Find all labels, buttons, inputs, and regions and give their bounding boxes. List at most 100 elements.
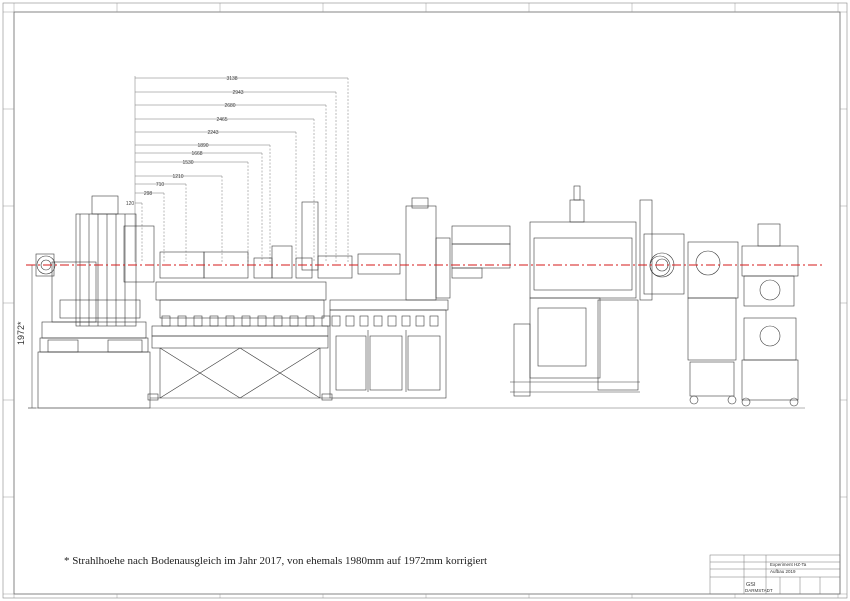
component bbox=[317, 255, 353, 279]
component bbox=[743, 275, 795, 307]
dim-label: 1890 bbox=[197, 143, 208, 149]
component bbox=[51, 261, 97, 323]
component bbox=[643, 233, 685, 295]
component bbox=[741, 245, 799, 277]
beam-height-label: 1972* bbox=[16, 321, 26, 345]
structure-line bbox=[159, 347, 241, 399]
wheel bbox=[759, 279, 781, 301]
component bbox=[147, 393, 159, 401]
dim-label: 120 bbox=[126, 201, 135, 207]
component bbox=[537, 307, 587, 367]
component bbox=[369, 335, 403, 391]
component bbox=[743, 317, 797, 361]
dimension-lines bbox=[134, 76, 349, 262]
component bbox=[435, 237, 451, 299]
component bbox=[177, 315, 187, 327]
wheel bbox=[741, 397, 751, 407]
component bbox=[405, 205, 437, 301]
wheel bbox=[727, 395, 737, 405]
component bbox=[305, 315, 315, 327]
component bbox=[411, 197, 429, 209]
component bbox=[331, 315, 341, 327]
component bbox=[161, 315, 171, 327]
dimension-labels: 3138 2943 2680 2465 2243 1890 1668 1530 … bbox=[126, 76, 244, 207]
dim-label: 1210 bbox=[172, 174, 183, 180]
component bbox=[271, 245, 293, 279]
dim-label: 2943 bbox=[232, 90, 243, 96]
component bbox=[451, 267, 483, 279]
component bbox=[47, 339, 79, 353]
beamline-setup-drawing bbox=[35, 185, 799, 409]
component bbox=[741, 359, 799, 401]
component bbox=[41, 321, 147, 339]
dim-label: 2465 bbox=[216, 117, 227, 123]
wheel bbox=[689, 395, 699, 405]
component bbox=[533, 237, 633, 291]
component bbox=[569, 199, 585, 223]
inner-frame bbox=[13, 11, 841, 595]
component bbox=[151, 335, 329, 349]
component bbox=[193, 315, 203, 327]
component bbox=[75, 213, 137, 327]
component bbox=[151, 325, 329, 337]
component bbox=[357, 253, 401, 275]
component bbox=[359, 315, 369, 327]
component bbox=[573, 185, 581, 201]
component bbox=[289, 315, 299, 327]
title-block-city: DARMSTADT bbox=[745, 588, 773, 593]
component bbox=[597, 299, 639, 391]
dim-label: 2243 bbox=[207, 130, 218, 136]
component bbox=[329, 299, 449, 311]
component bbox=[407, 335, 441, 391]
component bbox=[155, 281, 327, 301]
component bbox=[241, 315, 251, 327]
component bbox=[295, 257, 313, 279]
dim-label: 298 bbox=[144, 191, 153, 197]
dim-label: 2680 bbox=[224, 103, 235, 109]
dim-label: 710 bbox=[156, 182, 165, 188]
component bbox=[107, 339, 143, 353]
component bbox=[335, 335, 367, 391]
component bbox=[529, 221, 637, 299]
component bbox=[687, 241, 739, 299]
component bbox=[209, 315, 219, 327]
frame-grid-ticks bbox=[3, 3, 847, 598]
title-block bbox=[709, 554, 841, 595]
structure-line bbox=[239, 347, 321, 399]
component bbox=[301, 201, 319, 271]
dim-label: 3138 bbox=[226, 76, 237, 82]
component bbox=[451, 243, 511, 269]
title-block-org: GSI bbox=[746, 582, 756, 588]
component bbox=[415, 315, 425, 327]
component bbox=[257, 315, 267, 327]
component bbox=[687, 297, 737, 361]
component bbox=[639, 199, 653, 301]
component bbox=[273, 315, 283, 327]
component bbox=[321, 393, 333, 401]
component bbox=[35, 253, 55, 277]
component bbox=[757, 223, 781, 247]
title-block-subtitle: Aufbau 2019 bbox=[770, 569, 796, 574]
component bbox=[59, 299, 141, 319]
wheel bbox=[759, 325, 781, 347]
component bbox=[451, 225, 511, 245]
component bbox=[329, 309, 447, 399]
component bbox=[321, 315, 331, 327]
wheel bbox=[789, 397, 799, 407]
component bbox=[253, 257, 273, 279]
component bbox=[429, 315, 439, 327]
beam-height-dimension bbox=[28, 264, 36, 409]
component bbox=[91, 195, 119, 215]
component bbox=[387, 315, 397, 327]
component bbox=[159, 299, 325, 319]
wheel bbox=[695, 250, 721, 276]
dim-label: 1668 bbox=[191, 151, 202, 157]
component bbox=[689, 361, 735, 397]
dim-label: 1530 bbox=[182, 160, 193, 166]
component bbox=[373, 315, 383, 327]
component bbox=[37, 351, 151, 409]
component bbox=[345, 315, 355, 327]
component bbox=[513, 323, 531, 397]
